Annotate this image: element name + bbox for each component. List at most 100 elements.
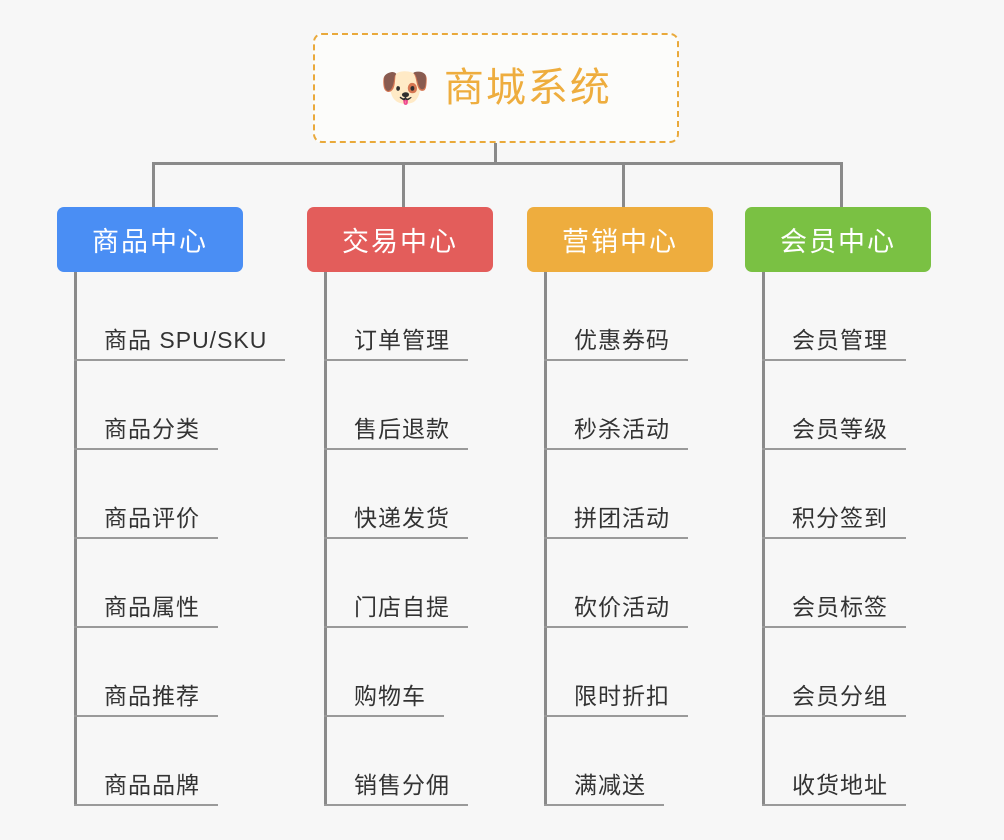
leaf-item-label: 商品品牌: [104, 771, 200, 798]
leaf-item[interactable]: 购物车: [324, 628, 468, 717]
branch-drop-member-center: [840, 162, 843, 207]
leaf-item-label: 会员等级: [792, 415, 888, 442]
leaf-item-label: 会员管理: [792, 326, 888, 353]
branch-drop-trade-center: [402, 162, 405, 207]
leaf-underline: 购物车: [324, 683, 444, 717]
leaf-item-label: 商品 SPU/SKU: [104, 326, 268, 353]
branch-spine: [74, 272, 77, 806]
leaf-underline: 商品评价: [74, 505, 218, 539]
leaf-underline: 满减送: [544, 772, 664, 806]
shiba-dog-face-icon: 🐶: [380, 66, 430, 110]
leaf-item[interactable]: 会员分组: [762, 628, 906, 717]
leaf-item[interactable]: 会员等级: [762, 361, 906, 450]
leaf-underline: 会员分组: [762, 683, 906, 717]
leaf-item-label: 优惠券码: [574, 326, 670, 353]
leaf-item-label: 订单管理: [354, 326, 450, 353]
branch-product-center: 商品中心商品 SPU/SKU 商品分类商品评价商品属性商品推荐商品品牌: [57, 207, 286, 806]
branch-header-label: 营销中心: [562, 227, 678, 257]
leaf-item[interactable]: 商品品牌: [74, 717, 285, 806]
branch-header-label: 会员中心: [780, 227, 896, 257]
leaf-item-label: 商品推荐: [104, 682, 200, 709]
leaf-list-trade-center: 订单管理售后退款快递发货门店自提购物车销售分佣: [324, 272, 468, 806]
leaf-underline: 优惠券码: [544, 327, 688, 361]
leaf-item-label: 门店自提: [354, 593, 450, 620]
branch-drop-marketing-center: [622, 162, 625, 207]
leaf-item-label: 限时折扣: [574, 682, 670, 709]
root-title: 商城系统: [443, 66, 612, 110]
leaf-underline: 秒杀活动: [544, 416, 688, 450]
leaf-item[interactable]: 满减送: [544, 717, 688, 806]
leaf-list-member-center: 会员管理会员等级积分签到会员标签会员分组收货地址: [762, 272, 906, 806]
leaf-item[interactable]: 商品 SPU/SKU: [74, 272, 286, 361]
leaf-item[interactable]: 积分签到: [762, 450, 906, 539]
leaf-underline: 门店自提: [324, 594, 468, 628]
leaf-underline: 商品属性: [74, 594, 218, 628]
root-node[interactable]: 🐶 商城系统: [313, 33, 679, 143]
leaf-underline: 售后退款: [324, 416, 468, 450]
leaf-item[interactable]: 销售分佣: [324, 717, 468, 806]
branch-drop-product-center: [152, 162, 155, 207]
branch-spine: [324, 272, 327, 806]
leaf-underline: 收货地址: [762, 772, 906, 806]
leaf-item-label: 积分签到: [792, 504, 888, 531]
leaf-item-label: 会员分组: [792, 682, 888, 709]
root-stem: [494, 143, 497, 165]
leaf-underline: 会员管理: [762, 327, 906, 361]
branch-spine: [544, 272, 547, 806]
leaf-item[interactable]: 会员管理: [762, 272, 906, 361]
leaf-underline: 商品推荐: [74, 683, 218, 717]
leaf-item[interactable]: 门店自提: [324, 539, 468, 628]
leaf-item-label: 会员标签: [792, 593, 888, 620]
leaf-item[interactable]: 拼团活动: [544, 450, 688, 539]
leaf-underline: 积分签到: [762, 505, 906, 539]
leaf-underline: 销售分佣: [324, 772, 468, 806]
leaf-item-label: 满减送: [574, 771, 646, 798]
branch-header-trade-center[interactable]: 交易中心: [307, 207, 493, 272]
leaf-underline: 商品 SPU/SKU: [74, 326, 286, 361]
leaf-item[interactable]: 售后退款: [324, 361, 468, 450]
leaf-list-marketing-center: 优惠券码秒杀活动拼团活动砍价活动限时折扣满减送: [544, 272, 688, 806]
leaf-item[interactable]: 会员标签: [762, 539, 906, 628]
branch-header-marketing-center[interactable]: 营销中心: [527, 207, 713, 272]
leaf-list-product-center: 商品 SPU/SKU 商品分类商品评价商品属性商品推荐商品品牌: [74, 272, 286, 806]
leaf-item-label: 商品评价: [104, 504, 200, 531]
leaf-item[interactable]: 商品推荐: [74, 628, 285, 717]
leaf-underline: 商品品牌: [74, 772, 218, 806]
leaf-item-label: 商品属性: [104, 593, 200, 620]
branch-header-product-center[interactable]: 商品中心: [57, 207, 243, 272]
leaf-item-label: 售后退款: [354, 415, 450, 442]
leaf-item[interactable]: 优惠券码: [544, 272, 688, 361]
leaf-underline: 商品分类: [74, 416, 218, 450]
branch-member-center: 会员中心会员管理会员等级积分签到会员标签会员分组收货地址: [745, 207, 931, 806]
leaf-item-label: 砍价活动: [574, 593, 670, 620]
leaf-underline: 限时折扣: [544, 683, 688, 717]
leaf-item-label: 秒杀活动: [574, 415, 670, 442]
leaf-underline: 订单管理: [324, 327, 468, 361]
leaf-item[interactable]: 商品评价: [74, 450, 285, 539]
branch-marketing-center: 营销中心优惠券码秒杀活动拼团活动砍价活动限时折扣满减送: [527, 207, 713, 806]
branch-spine: [762, 272, 765, 806]
leaf-underline: 拼团活动: [544, 505, 688, 539]
leaf-item[interactable]: 商品属性: [74, 539, 285, 628]
leaf-item[interactable]: 收货地址: [762, 717, 906, 806]
branch-header-member-center[interactable]: 会员中心: [745, 207, 931, 272]
branch-header-label: 商品中心: [92, 227, 208, 257]
branch-header-label: 交易中心: [342, 227, 458, 257]
leaf-item[interactable]: 秒杀活动: [544, 361, 688, 450]
leaf-item[interactable]: 砍价活动: [544, 539, 688, 628]
leaf-item-label: 收货地址: [792, 771, 888, 798]
leaf-item-label: 商品分类: [104, 415, 200, 442]
leaf-item-label: 销售分佣: [354, 771, 450, 798]
leaf-item-label: 购物车: [354, 682, 426, 709]
horizontal-bus: [152, 162, 843, 165]
leaf-item[interactable]: 商品分类: [74, 361, 285, 450]
leaf-underline: 快递发货: [324, 505, 468, 539]
leaf-item[interactable]: 快递发货: [324, 450, 468, 539]
leaf-item[interactable]: 订单管理: [324, 272, 468, 361]
leaf-underline: 会员等级: [762, 416, 906, 450]
leaf-item[interactable]: 限时折扣: [544, 628, 688, 717]
branch-trade-center: 交易中心订单管理售后退款快递发货门店自提购物车销售分佣: [307, 207, 493, 806]
leaf-underline: 会员标签: [762, 594, 906, 628]
leaf-underline: 砍价活动: [544, 594, 688, 628]
